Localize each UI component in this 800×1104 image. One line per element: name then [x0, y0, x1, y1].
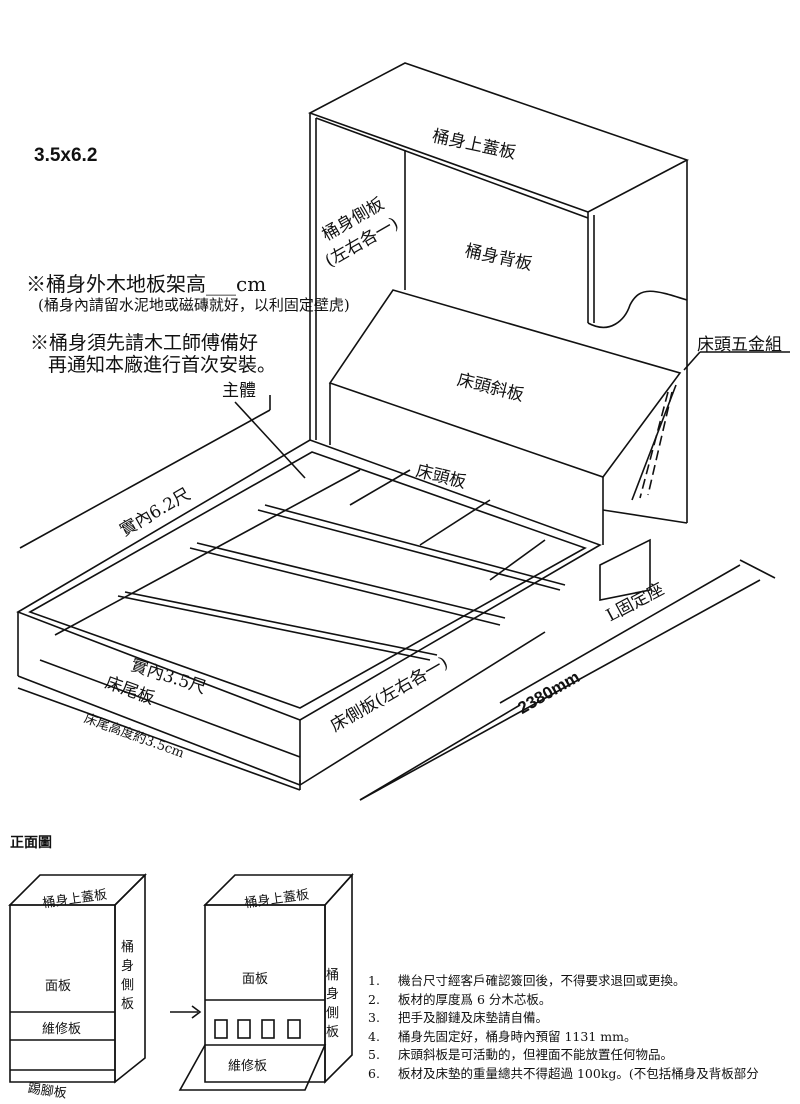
front-view-title: 正面圖 [10, 834, 52, 850]
label-hardware: 床頭五金組 [697, 335, 782, 355]
fv-right-face: 面板 [242, 972, 269, 987]
fv-right-bottom: 維修板 [228, 1059, 268, 1074]
size-label: 3.5x6.2 [34, 145, 98, 166]
front-view-right [170, 872, 354, 1091]
fv-left-side: 桶 身 側 板 [121, 940, 135, 1012]
fv-left-bottom: 維修板 [42, 1022, 82, 1037]
note-item: 5.床頭斜板是可活動的，但裡面不能放置任何物品。 [368, 1047, 674, 1062]
fv-right-side: 桶 身 側 板 [326, 968, 340, 1040]
note-floor-detail: (桶身內請留水泥地或磁磚就好，以利固定壁虎) [38, 296, 350, 314]
note-item: 2.板材的厚度爲 6 分木芯板。 [368, 991, 552, 1007]
note-item: 3.把手及腳鏈及床墊請自備。 [368, 1010, 549, 1025]
headboard [328, 289, 790, 601]
bed-frame [16, 395, 776, 801]
note-item: 1.機台尺寸經客戶確認簽回後，不得要求退回或更換。 [368, 973, 686, 988]
note-item: 4.桶身先固定好，桶身時內預留 1131 mm。 [368, 1028, 637, 1044]
note-floor-height: ※桶身外木地板架高___cm [26, 272, 267, 296]
label-main-body: 主體 [222, 381, 256, 401]
note-install: 再通知本廠進行首次安裝。 [48, 354, 277, 376]
fv-left-face: 面板 [45, 979, 72, 994]
front-view-left [8, 873, 147, 1084]
note-carpenter: ※桶身須先請木工師傅備好 [30, 332, 259, 354]
note-item: 6.板材及床墊的重量總共不得超過 100kg。(不包括桶身及背板部分 [368, 1065, 759, 1081]
cabinet [308, 62, 690, 524]
notes-list: 1.機台尺寸經客戶確認簽回後，不得要求退回或更換。 2.板材的厚度爲 6 分木芯… [368, 972, 759, 1083]
